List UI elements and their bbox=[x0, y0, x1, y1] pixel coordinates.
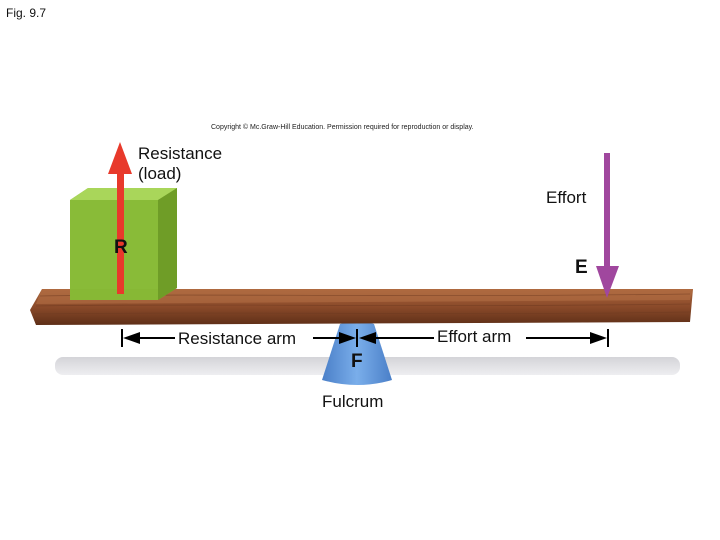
fulcrum-label: Fulcrum bbox=[322, 392, 384, 411]
resistance-arrow bbox=[108, 142, 132, 294]
figure-label: Fig. 9.7 bbox=[6, 6, 47, 20]
resistance-arm-label: Resistance arm bbox=[178, 329, 297, 348]
resistance-arm-arrowhead-right bbox=[339, 332, 356, 344]
effort-label: Effort bbox=[546, 188, 587, 207]
resistance-label: Resistance (load) bbox=[138, 144, 222, 184]
lever-top-face bbox=[36, 289, 693, 304]
r-label: R bbox=[114, 237, 128, 258]
copyright-notice: Copyright © Mc.Graw-Hill Education. Perm… bbox=[211, 124, 474, 131]
resistance-label-line2: (load) bbox=[138, 164, 182, 183]
effort-arm-label: Effort arm bbox=[437, 327, 512, 346]
e-label: E bbox=[575, 257, 588, 278]
effort-arm-arrowhead-left bbox=[359, 332, 376, 344]
resistance-label-line1: Resistance bbox=[138, 144, 223, 163]
effort-arrow bbox=[596, 153, 619, 298]
effort-arm-arrowhead-right bbox=[590, 332, 607, 344]
resistance-arm-arrowhead-left bbox=[123, 332, 140, 344]
f-label: F bbox=[351, 351, 363, 372]
